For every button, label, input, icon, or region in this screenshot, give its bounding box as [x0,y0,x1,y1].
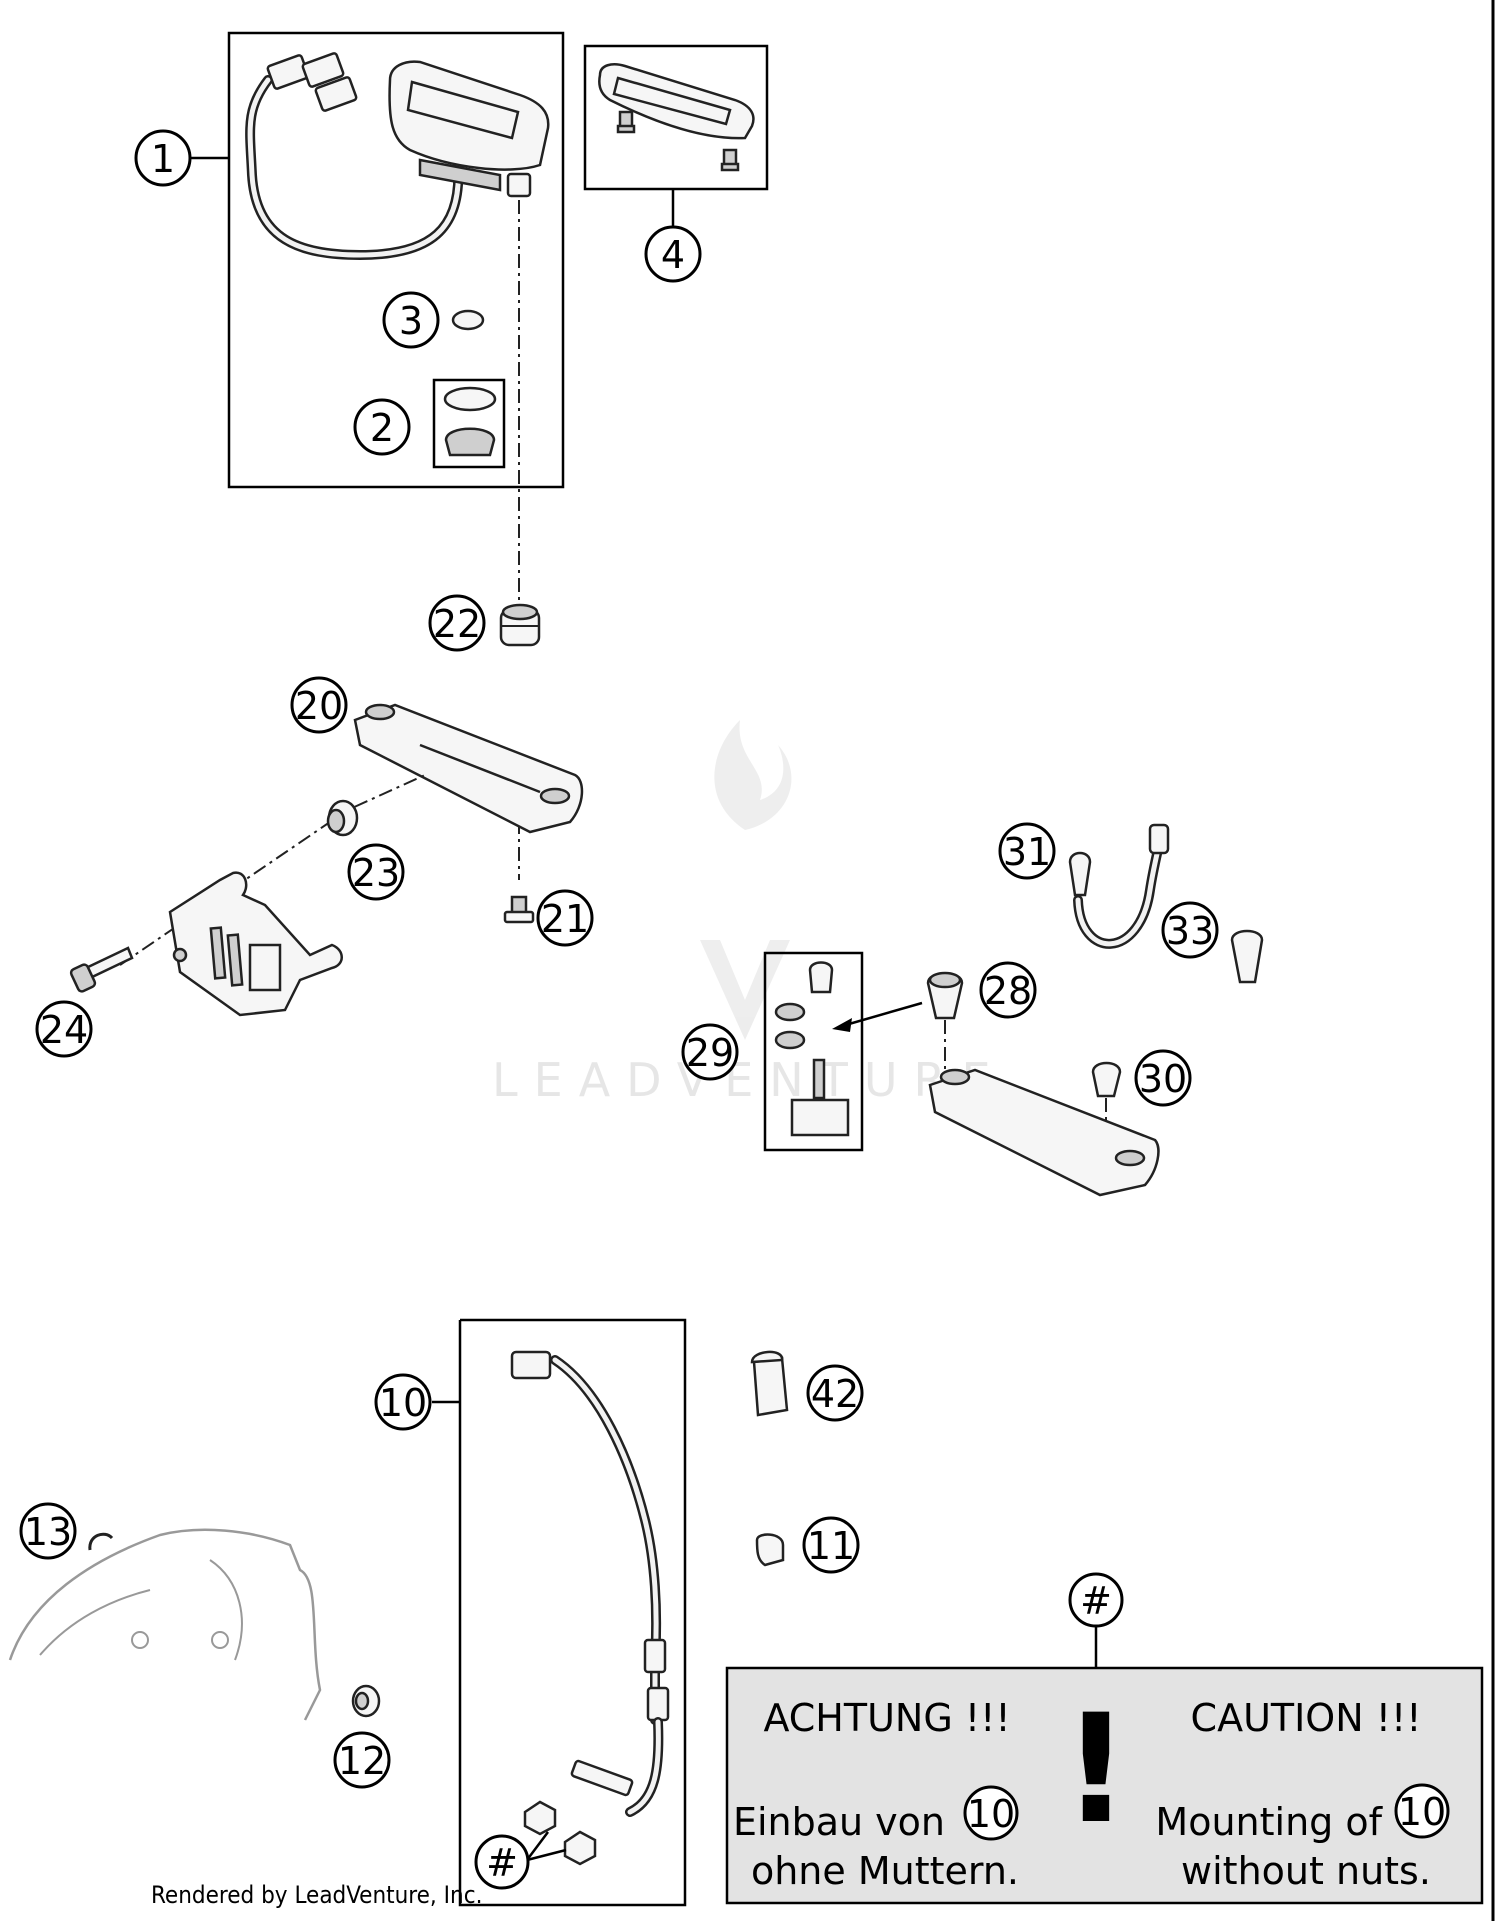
part-11-clamp [755,1533,785,1567]
part-28-grommet [926,971,964,1020]
axis-line-3 [329,774,426,819]
svg-text:28: 28 [984,969,1032,1013]
svg-text:10: 10 [379,1381,427,1425]
svg-text:42: 42 [811,1372,859,1416]
svg-text:29: 29 [686,1031,734,1075]
dashboard-unit [388,60,550,198]
part-31-sensor [1068,823,1170,949]
note-right-ref: 10 [1398,1790,1446,1834]
callout-13: 13 [19,1502,77,1560]
callout-30: 30 [1134,1049,1192,1107]
speed-sensor-cable [510,1350,670,1817]
note-left-line1: Einbau von [733,1800,945,1844]
svg-text:33: 33 [1166,909,1214,953]
svg-text:30: 30 [1139,1057,1187,1101]
callout-11: 11 [802,1516,860,1574]
kit-box-29 [763,951,864,1152]
arrow-28-to-29 [832,1001,923,1032]
callout-hash-bottom: # [474,1834,530,1890]
part-33-cap [1230,929,1264,984]
note-left-ref: 10 [967,1792,1015,1836]
svg-text:#: # [1080,1579,1112,1623]
callout-42: 42 [806,1364,864,1422]
nuts [523,1800,597,1866]
svg-text:3: 3 [399,299,423,343]
leader-hash-bottom-2 [526,1848,567,1862]
callout-28: 28 [979,961,1037,1019]
svg-text:11: 11 [807,1524,855,1568]
part-2-socket [444,427,496,457]
part-13-circlip [88,1532,114,1551]
callout-12: 12 [333,1731,391,1789]
svg-text:2: 2 [370,406,394,450]
note-right-ref-circle [1394,1783,1450,1839]
callout-3: 3 [382,291,440,349]
brake-disc-outline [8,1528,322,1721]
callout-20: 20 [290,676,348,734]
part-3-cap [451,309,485,331]
part-29-mount [774,961,850,1137]
callout-33: 33 [1161,901,1219,959]
callout-hash-top: # [1068,1572,1124,1628]
part-30-cap [1091,1061,1122,1098]
svg-text:21: 21 [541,897,589,941]
footer-credit: Rendered by LeadVenture, Inc. [151,1881,482,1909]
kit-box-4 [583,44,769,191]
svg-text:31: 31 [1003,830,1051,874]
svg-text:20: 20 [295,684,343,728]
caution-note-box [725,1666,1484,1905]
watermark-text: LEADVENTURE [492,1053,1007,1107]
note-right-heading: CAUTION !!! [1191,1696,1422,1740]
svg-text:12: 12 [338,1739,386,1783]
note-left-heading: ACHTUNG !!! [763,1696,1010,1740]
bracket-lower-right [928,1068,1160,1197]
note-right-line1: Mounting of [1155,1800,1383,1844]
svg-text:1: 1 [151,137,175,181]
svg-text:22: 22 [433,602,481,646]
callout-29: 29 [681,1023,739,1081]
callout-23: 23 [347,843,405,901]
part-24-bolt [69,946,134,993]
callout-22: 22 [428,594,486,652]
callout-10: 10 [374,1373,432,1431]
note-left-line2: ohne Muttern. [751,1849,1019,1893]
callout-1: 1 [134,129,192,187]
part-20-bracket [353,703,584,834]
note-right-line2: without nuts. [1181,1849,1431,1893]
svg-text:23: 23 [352,851,400,895]
note-left-ref-circle [963,1785,1019,1841]
kit-box-10 [458,1318,687,1907]
callout-24: 24 [35,1000,93,1058]
watermark: LEADVENTURE [492,720,1007,1107]
part-23-spacer [326,799,359,837]
callout-4: 4 [644,225,702,283]
callout-21: 21 [536,889,594,947]
callout-31: 31 [998,822,1056,880]
kit-box-2 [432,378,506,469]
part-21-screw [503,895,535,924]
dashboard-cable [245,52,464,261]
part-2-ring [443,386,497,412]
dashboard-screws-kit [598,63,755,172]
leader-hash-bottom-1 [526,1831,549,1861]
svg-text:24: 24 [40,1008,88,1052]
svg-text:4: 4 [661,233,685,277]
callout-2: 2 [353,398,411,456]
part-12-nut [351,1684,381,1718]
exclamation-mark: ! [1062,1683,1130,1857]
kit-box-1 [227,31,565,489]
mounting-plate [168,871,343,1017]
part-42-clip [750,1350,789,1417]
svg-text:13: 13 [24,1510,72,1554]
svg-text:#: # [486,1841,518,1885]
part-22-grommet [499,603,541,647]
